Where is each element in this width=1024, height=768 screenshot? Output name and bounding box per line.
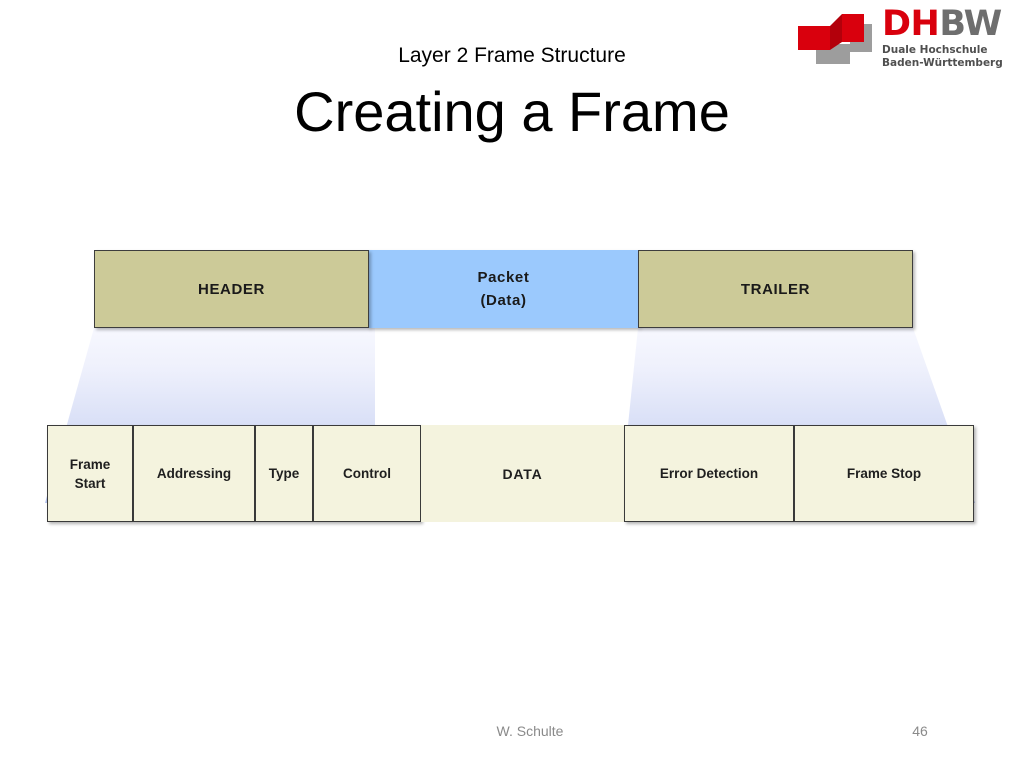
slide-subtitle: Layer 2 Frame Structure (398, 44, 626, 67)
top-box-trailer-label: TRAILER (740, 280, 811, 298)
top-box-header[interactable]: HEADER (94, 250, 369, 328)
field-frame-stop[interactable]: Frame Stop (794, 425, 974, 522)
field-addressing-label: Addressing (156, 466, 232, 481)
field-control-label: Control (343, 466, 391, 481)
field-data-label: DATA (502, 465, 543, 482)
frame-structure-diagram: Packet (Data) HEADER TRAILER Frame Start… (0, 250, 1024, 535)
field-frame-start-line2: Start (74, 475, 106, 491)
dhbw-logo-wordmark: DHBW Duale Hochschule Baden-Württemberg (882, 4, 1018, 80)
field-frame-start-label: Frame Start (70, 455, 111, 493)
top-box-packet[interactable]: Packet (Data) (368, 250, 639, 328)
field-frame-start-line1: Frame (69, 456, 111, 472)
field-error-detection-label: Error Detection (659, 466, 759, 481)
field-addressing[interactable]: Addressing (133, 425, 255, 522)
field-data[interactable]: DATA (421, 425, 624, 522)
field-control[interactable]: Control (313, 425, 421, 522)
logo-subline-2: Baden-Württemberg (882, 57, 1003, 69)
footer-page-number: 46 (912, 723, 928, 739)
field-type[interactable]: Type (255, 425, 313, 522)
dhbw-wordmark-text: DHBW (882, 4, 1018, 44)
wordmark-bw: BW (939, 4, 1002, 44)
field-error-detection[interactable]: Error Detection (624, 425, 794, 522)
frame-fields-row: Frame Start Addressing Type Control DATA… (47, 425, 974, 522)
dhbw-logo: DHBW Duale Hochschule Baden-Württemberg (790, 4, 1016, 80)
top-box-header-label: HEADER (198, 280, 265, 298)
dhbw-logo-mark-icon (790, 8, 876, 64)
slide-title: Creating a Frame (294, 80, 730, 143)
wordmark-dh: DH (882, 4, 940, 44)
top-box-packet-line1: Packet (477, 269, 530, 286)
footer-author: W. Schulte (496, 723, 564, 739)
field-type-label: Type (268, 466, 300, 481)
top-box-packet-line2: (Data) (480, 292, 527, 309)
logo-subline-1: Duale Hochschule (882, 44, 988, 56)
field-frame-stop-label: Frame Stop (846, 466, 922, 481)
field-frame-start[interactable]: Frame Start (47, 425, 133, 522)
top-box-trailer[interactable]: TRAILER (638, 250, 913, 328)
